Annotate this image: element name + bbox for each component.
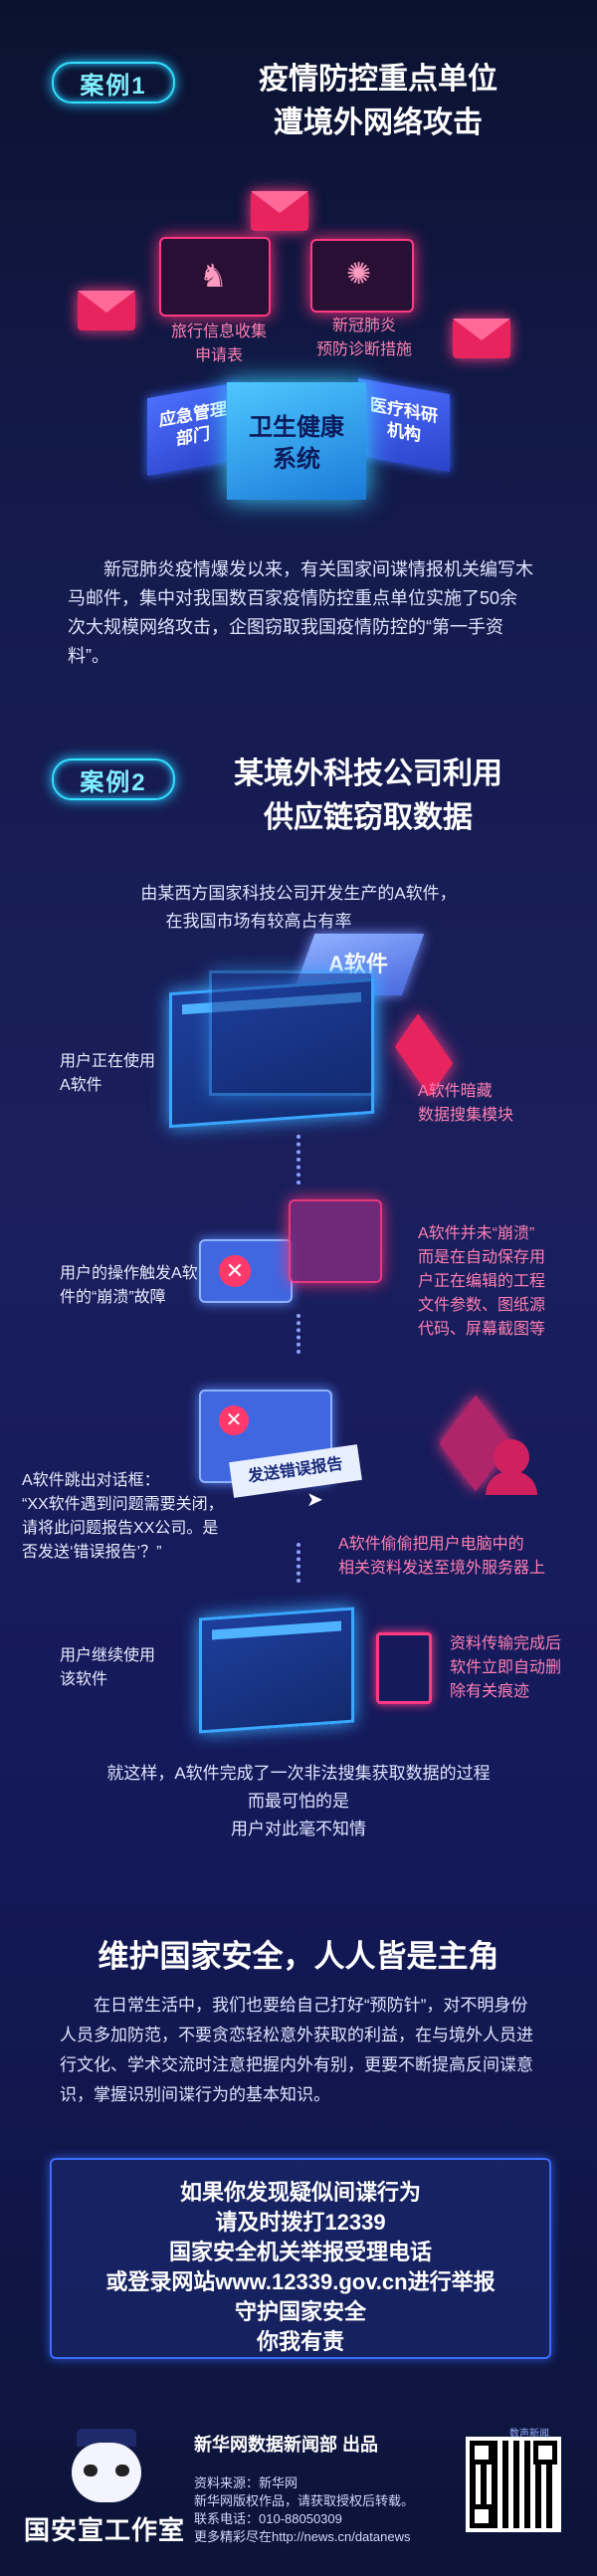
producer-label: 新华网数据新闻部 出品 [194, 2435, 378, 2455]
step2-left: 用户的操作触发A软件的“崩溃”故障 [60, 1265, 198, 1306]
report-line: 你我有责 [256, 2329, 344, 2354]
step3-left: A软件跳出对话框：“XX软件遇到问题需要关闭，请将此问题报告XX公司。是否发送‘… [22, 1472, 224, 1561]
envelope-icon [78, 291, 135, 330]
step4-left: 用户继续使用该软件 [60, 1647, 156, 1688]
mascot-icon [52, 2429, 161, 2528]
connector [297, 1543, 304, 1583]
case1-title-line2: 遭境外网络攻击 [274, 107, 483, 139]
logo-text: 国安宣工作室 [23, 2515, 185, 2545]
cube-center: 卫生健康系统 [227, 382, 366, 500]
saved-files-window [289, 1199, 382, 1283]
mail-card-virus: ✺ [310, 239, 414, 313]
report-line: 或登录网站www.12339.gov.cn进行举报 [105, 2269, 496, 2294]
qr-caption: 数声新闻 [509, 2429, 549, 2440]
cube-right: 医疗科研机构 [358, 377, 450, 473]
case2-title-line1: 某境外科技公司利用 [234, 757, 502, 790]
conclusion-line3: 用户对此毫不知情 [231, 1820, 366, 1838]
qr-code[interactable] [466, 2437, 561, 2532]
report-line: 如果你发现疑似间谍行为 [179, 2180, 421, 2205]
error-icon: ✕ [219, 1405, 249, 1435]
software-window-back [209, 970, 374, 1096]
report-line: 守护国家安全 [234, 2299, 366, 2324]
conclusion-line2: 而最可怕的是 [248, 1792, 349, 1811]
connector [297, 1135, 304, 1184]
case1-paragraph: 新冠肺炎疫情爆发以来，有关国家间谍情报机关编写木马邮件，集中对我国数百家疫情防控… [68, 559, 533, 666]
software-window [199, 1607, 354, 1734]
cube-left: 应急管理部门 [147, 381, 239, 477]
envelope-icon [251, 191, 308, 231]
conclusion-line1: 就这样，A软件完成了一次非法搜集获取数据的过程 [106, 1764, 491, 1783]
card-right-label: 新冠肺炎预防诊断措施 [315, 318, 412, 358]
case2-title-line2: 供应链窃取数据 [264, 801, 473, 834]
security-heading: 维护国家安全，人人皆是主角 [98, 1939, 499, 1974]
case1-badge: 案例1 [52, 62, 175, 104]
step2-right: A软件并未“崩溃”而是在自动保存用户正在编辑的工程文件参数、图纸源代码、屏幕截图… [418, 1225, 546, 1338]
more-label: 更多精彩尽在http://news.cn/datanews [194, 2529, 411, 2544]
report-line: 国家安全机关举报受理电话 [168, 2240, 432, 2264]
source-label: 资料来源：新华网 [194, 2475, 298, 2490]
case2-badge: 案例2 [52, 758, 175, 800]
connector [297, 1314, 304, 1354]
step4-right: 资料传输完成后软件立即自动删除有关痕迹 [450, 1635, 562, 1700]
error-icon: ✕ [219, 1255, 251, 1287]
copyright-label: 新华网版权作品，请获取授权后转载。 [194, 2493, 415, 2508]
security-paragraph: 在日常生活中，我们也要给自己打好“预防针”，对不明身份人员多加防范，不要贪恋轻松… [60, 1996, 533, 2104]
mail-card-horse: ♞ [159, 237, 271, 317]
phone-label: 联系电话：010-88050309 [194, 2511, 342, 2526]
case2-intro-line1: 由某西方国家科技公司开发生产的A软件， [140, 884, 457, 903]
trojan-horse-icon: ♞ [199, 258, 228, 294]
cursor-icon: ➤ [306, 1489, 323, 1511]
envelope-icon [453, 319, 510, 358]
step1-right: A软件暗藏数据搜集模块 [418, 1083, 514, 1124]
report-box: 如果你发现疑似间谍行为 请及时拨打12339 国家安全机关举报受理电话 或登录网… [50, 2158, 551, 2359]
delete-trace-icon [376, 1632, 432, 1704]
report-line: 请及时拨打12339 [215, 2210, 386, 2235]
case2-intro-line2: 在我国市场有较高占有率 [165, 912, 352, 931]
case1-title-line1: 疫情防控重点单位 [259, 63, 498, 96]
card-left-label: 旅行信息收集申请表 [170, 323, 267, 364]
crash-window: ✕ [199, 1239, 293, 1303]
step3-right: A软件偷偷把用户电脑中的相关资料发送至境外服务器上 [338, 1536, 546, 1577]
virus-icon: ✺ [346, 258, 372, 291]
server-hacker-icon [439, 1395, 537, 1495]
